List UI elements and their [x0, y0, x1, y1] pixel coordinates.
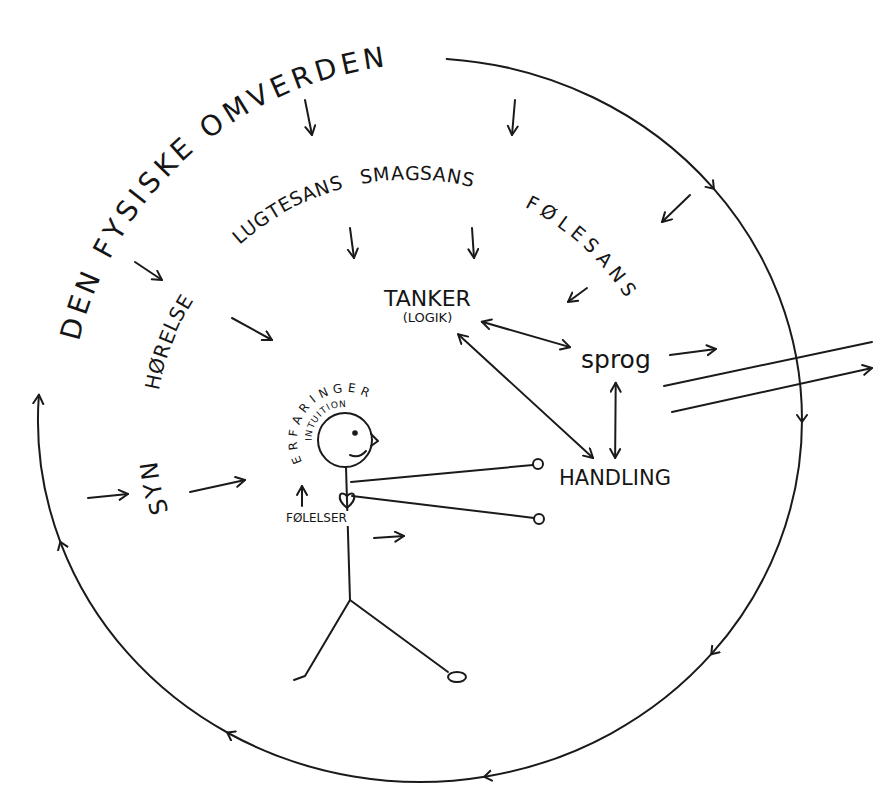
world-label: DEN FYSISKE OMVERDEN [59, 45, 388, 343]
speech-arrow [670, 349, 716, 355]
sense-arrow [232, 318, 272, 340]
connector-arrow [482, 322, 570, 347]
concept-note: (LOGIK) [384, 311, 471, 326]
label-letter: A [390, 163, 404, 183]
label-letter: E [338, 48, 361, 79]
sense-label: SYN [138, 459, 170, 519]
figure-foot [448, 672, 466, 682]
label-letter: Ø [537, 201, 560, 225]
label-letter: E [64, 292, 96, 318]
sense-label: HØRELSE [143, 292, 194, 392]
connector-arrow [614, 383, 617, 458]
concept-title: TANKER [384, 286, 471, 311]
label-letter: S [359, 166, 374, 187]
label-letter: A [432, 165, 447, 185]
figure-nose [371, 434, 378, 446]
cycle-arrow [38, 59, 802, 782]
figure-head [318, 413, 372, 467]
label-letter: N [305, 429, 315, 437]
sense-label: FØLESANS [523, 194, 638, 300]
figure-arm [351, 465, 533, 482]
sense-arrow [350, 228, 354, 258]
label-letter: D [312, 53, 341, 86]
inner-label: INTUITION [305, 400, 348, 444]
sense-arrow [305, 100, 312, 135]
label-letter: G [405, 163, 420, 182]
sense-label: LUGTESANS [230, 174, 346, 246]
label-letter: A [593, 248, 616, 270]
concept-node: HANDLING [553, 463, 677, 493]
label-letter: F [523, 192, 542, 214]
label-letter: R [288, 61, 316, 94]
label-letter: S [420, 164, 433, 184]
figure-arm [352, 496, 534, 518]
concept-title: sprog [581, 346, 651, 375]
label-letter: M [372, 164, 390, 185]
label-letter: I [308, 393, 318, 405]
concept-title: HANDLING [559, 466, 671, 490]
label-letter: N [317, 385, 330, 400]
label-letter: N [72, 268, 106, 298]
sense-label: SMAGSANS [357, 164, 478, 190]
label-letter: F [287, 429, 300, 437]
sense-arrow [88, 494, 128, 498]
label-letter: E [348, 382, 357, 395]
label-letter: N [361, 44, 386, 75]
figure-hand [533, 459, 543, 469]
label-letter: A [290, 414, 304, 426]
label-letter: R [359, 385, 371, 399]
figure-eye [353, 431, 357, 435]
speech-line [672, 368, 872, 412]
sense-arrow [135, 262, 162, 280]
label-letter: R [287, 442, 300, 452]
feeling-arrow [374, 536, 404, 538]
sense-arrow [512, 100, 515, 135]
label-letter: S [617, 280, 640, 301]
sense-arrow [472, 228, 474, 258]
figure-hand [534, 514, 544, 524]
sense-arrow [662, 195, 690, 222]
connector-arrow [458, 334, 593, 458]
sense-arrow [568, 288, 587, 302]
figure-body [346, 467, 350, 600]
label-letter: S [581, 235, 603, 257]
label-letter: S [460, 169, 476, 190]
figure-mouth [350, 451, 366, 456]
sense-arrow [190, 480, 245, 492]
inner-label: FØLELSER [284, 511, 349, 526]
feeling-arrow [301, 486, 303, 506]
label-letter: N [605, 263, 629, 286]
label-letter: I [304, 438, 313, 441]
label-letter: R [297, 401, 312, 415]
label-letter: N [339, 399, 346, 408]
label-letter: D [56, 315, 89, 343]
figure-leg [294, 600, 350, 680]
figure-leg [350, 600, 448, 672]
label-letter: O [330, 400, 339, 411]
inner-label: ERFARINGER [287, 382, 371, 465]
concept-node: TANKER(LOGIK) [378, 283, 477, 329]
label-letter: E [290, 454, 304, 466]
label-letter: S [145, 497, 172, 518]
concept-node: sprog [575, 343, 657, 378]
label-letter: G [332, 382, 343, 395]
speech-line [664, 342, 872, 386]
label-letter: N [137, 460, 163, 481]
